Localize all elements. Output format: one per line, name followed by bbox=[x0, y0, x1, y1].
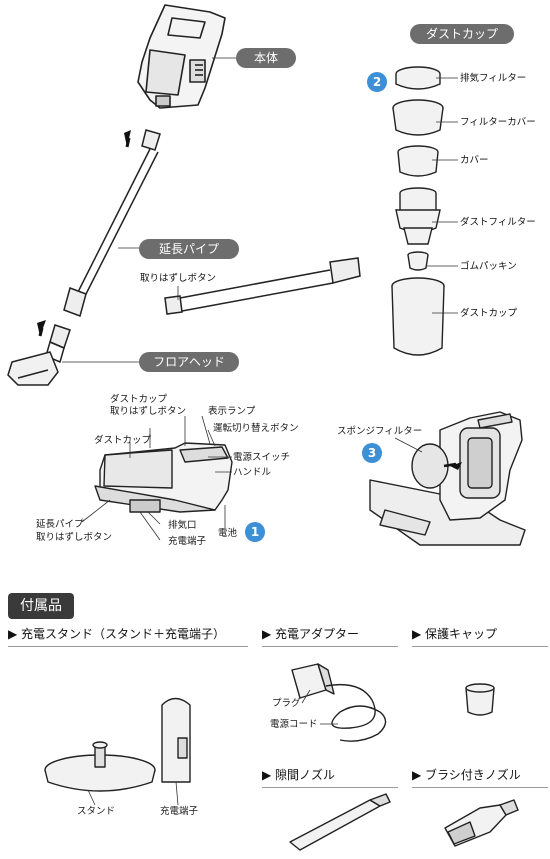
label-dust-cup: ダストカップ bbox=[94, 435, 152, 446]
header-charge-adapter: ▶ 充電アダプター bbox=[262, 627, 360, 641]
dust-cup-exploded-illustration bbox=[391, 66, 458, 356]
label-body: 本体 bbox=[236, 48, 296, 68]
rule-brush-nozzle bbox=[412, 787, 548, 788]
header-charging-stand: ▶ 充電スタンド（スタンド＋充電端子） bbox=[8, 627, 226, 641]
label-exhaust: 排気口 bbox=[168, 520, 197, 531]
label-dust-cup-release-1: ダストカップ bbox=[110, 394, 168, 405]
label-sponge-filter: スポンジフィルター bbox=[337, 426, 423, 437]
label-stand-terminal: 充電端子 bbox=[160, 806, 199, 817]
label-release-button: 取りはずしボタン bbox=[140, 273, 217, 284]
part-cover: カバー bbox=[460, 155, 489, 166]
rule-crevice-nozzle bbox=[262, 787, 398, 788]
badge-2: 2 bbox=[367, 72, 387, 92]
part-filter-cover: フィルターカバー bbox=[460, 117, 536, 128]
label-floor-head: フロアヘッド bbox=[139, 352, 239, 372]
part-rubber-packing: ゴムパッキン bbox=[460, 261, 517, 272]
sponge-filter-illustration bbox=[369, 411, 526, 546]
header-crevice-nozzle: ▶ 隙間ノズル bbox=[262, 768, 336, 782]
rule-charging-stand bbox=[8, 646, 248, 647]
header-brush-nozzle: ▶ ブラシ付きノズル bbox=[412, 768, 521, 782]
body-detail-illustration bbox=[81, 415, 233, 541]
rule-protective-cap bbox=[412, 646, 548, 647]
badge-1: 1 bbox=[245, 522, 265, 542]
label-display-lamp: 表示ランプ bbox=[208, 406, 256, 417]
label-power-switch: 電源スイッチ bbox=[233, 452, 291, 463]
accessories-title: 付属品 bbox=[8, 593, 74, 619]
label-extension-pipe: 延長パイプ bbox=[139, 239, 239, 259]
label-mode-button: 運転切り替えボタン bbox=[213, 423, 299, 434]
label-plug: プラグ bbox=[272, 698, 301, 709]
part-exhaust-filter: 排気フィルター bbox=[460, 73, 527, 84]
label-handle: ハンドル bbox=[233, 467, 272, 478]
label-dust-cup-release-2: 取りはずしボタン bbox=[110, 406, 187, 417]
label-pipe-release-1: 延長パイプ bbox=[36, 519, 84, 530]
label-battery: 電池 bbox=[218, 528, 238, 539]
badge-3: 3 bbox=[362, 443, 382, 463]
label-dust-cup-title: ダストカップ bbox=[410, 24, 514, 44]
header-protective-cap: ▶ 保護キャップ bbox=[412, 627, 498, 641]
label-power-cord: 電源コード bbox=[270, 719, 318, 730]
label-stand: スタンド bbox=[77, 806, 116, 817]
part-dust-filter: ダストフィルター bbox=[460, 217, 536, 228]
rule-charge-adapter bbox=[262, 646, 398, 647]
part-dust-cup: ダストカップ bbox=[460, 308, 518, 319]
label-charge-terminal: 充電端子 bbox=[168, 536, 207, 547]
label-pipe-release-2: 取りはずしボタン bbox=[36, 532, 113, 543]
vacuum-body-illustration bbox=[7, 4, 361, 386]
